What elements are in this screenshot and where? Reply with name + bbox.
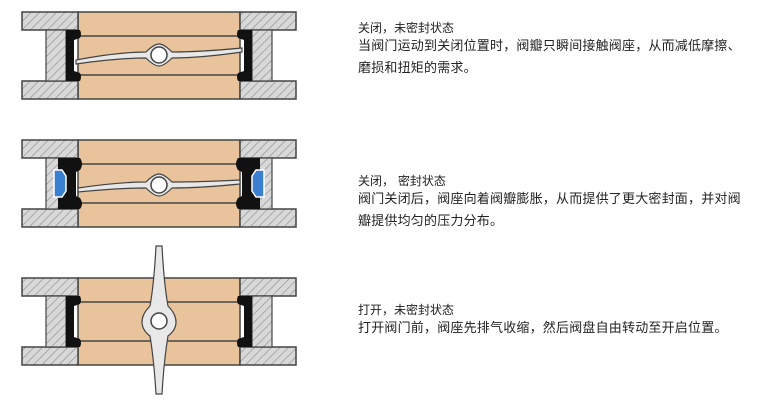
valve-seat-left [66,30,81,81]
seat-retainer-left [45,29,67,82]
bottom-flange-left [21,80,79,100]
state-title: 关闭，未密封状态 [358,21,455,35]
valve-seat-right [237,30,252,81]
top-flange-right [239,11,297,31]
state-description-closed-sealed: 关闭， 密封状态 阀门关闭后，阀座向着阀瓣膨胀，从而提供了更大密封面，并对阀瓣提… [358,173,753,233]
valve-seat-right [237,296,252,347]
state-description-open-unsealed: 打开，未密封状态 打开阀门前，阀座先排气收缩，然后阀盘自由转动至开启位置。 [358,302,753,340]
valve-stem-hole [150,312,168,330]
pressure-chamber-right [251,169,265,198]
state-text: 阀门关闭后，阀座向着阀瓣膨胀，从而提供了更大密封面，并对阀瓣提供均匀的压力分布。 [358,192,741,229]
valve-closed-sealed-diagram [21,139,297,228]
top-flange-left [21,11,79,31]
bottom-flange-left [21,346,79,366]
top-flange-left [21,139,79,159]
bottom-flange-right [239,208,297,228]
state-title: 关闭， 密封状态 [358,174,446,188]
valve-seat-left [58,158,82,209]
bottom-flange-left [21,208,79,228]
seat-retainer-right [251,295,273,348]
valve-seat-left [66,296,81,347]
bottom-flange-right [239,80,297,100]
valve-stem-hole [150,46,168,64]
state-text: 当阀门运动到关闭位置时，阀瓣只瞬间接触阀座，从而减低摩擦、磨损和扭矩的需求。 [358,39,741,76]
valve-open-unsealed-diagram [21,245,297,395]
state-description-closed-unsealed: 关闭，未密封状态 当阀门运动到关闭位置时，阀瓣只瞬间接触阀座，从而减低摩擦、磨损… [358,20,753,80]
seat-retainer-left [45,295,67,348]
top-flange-left [21,277,79,297]
valve-closed-unsealed-diagram [21,11,297,100]
valve-seat-right [236,158,260,209]
state-text: 打开阀门前，阀座先排气收缩，然后阀盘自由转动至开启位置。 [358,321,728,336]
top-flange-right [239,139,297,159]
top-flange-right [239,277,297,297]
bottom-flange-right [239,346,297,366]
valve-stem-hole [150,176,168,194]
state-title: 打开，未密封状态 [358,303,455,317]
seat-retainer-right [251,29,273,82]
pressure-chamber-left [53,169,67,198]
